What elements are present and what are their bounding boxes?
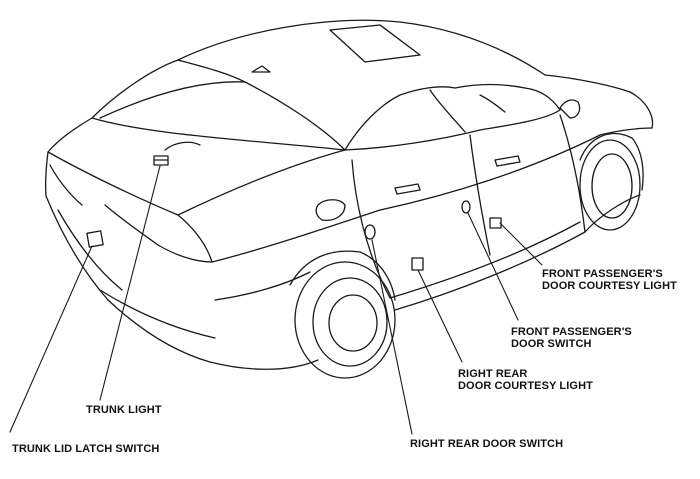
- right-rear-door-switch-marker: [364, 224, 376, 240]
- leader-right-rear-door-courtesy-light: [417, 269, 463, 363]
- label-front-passenger-door-switch: FRONT PASSENGER'S DOOR SWITCH: [511, 326, 632, 350]
- front-wheel: [579, 133, 644, 231]
- label-trunk-light: TRUNK LIGHT: [86, 404, 162, 416]
- leader-trunk-lid-latch-switch: [9, 245, 93, 433]
- right-rear-door-courtesy-light-marker: [411, 257, 424, 271]
- leader-front-passenger-door-courtesy-light: [499, 222, 543, 266]
- label-line: RIGHT REAR: [458, 368, 528, 380]
- car-body-outline: [44, 19, 654, 370]
- rear-wheel: [289, 250, 396, 379]
- front-passenger-door-switch-marker: [461, 200, 471, 214]
- label-line: FRONT PASSENGER'S: [511, 326, 632, 338]
- label-right-rear-door-switch: RIGHT REAR DOOR SWITCH: [410, 438, 564, 450]
- label-line: DOOR COURTESY LIGHT: [542, 280, 677, 292]
- label-line: DOOR SWITCH: [511, 338, 592, 350]
- front-passenger-door-courtesy-light-marker: [489, 217, 502, 229]
- label-trunk-lid-latch-switch: TRUNK LID LATCH SWITCH: [12, 443, 160, 455]
- label-right-rear-door-courtesy-light: RIGHT REAR DOOR COURTESY LIGHT: [458, 368, 593, 392]
- leader-lines: [9, 165, 543, 435]
- side-windows: [344, 83, 581, 151]
- label-line: FRONT PASSENGER'S: [542, 268, 663, 280]
- leader-right-rear-door-switch: [371, 239, 413, 435]
- trunk-lid-latch-switch-marker: [86, 230, 104, 248]
- leader-trunk-light: [99, 165, 161, 401]
- rear-window: [99, 24, 421, 151]
- trunk-light-marker: [153, 155, 169, 166]
- label-line: DOOR COURTESY LIGHT: [458, 380, 593, 392]
- label-front-passenger-door-courtesy-light: FRONT PASSENGER'S DOOR COURTESY LIGHT: [542, 268, 677, 292]
- leader-front-passenger-door-switch: [467, 212, 519, 321]
